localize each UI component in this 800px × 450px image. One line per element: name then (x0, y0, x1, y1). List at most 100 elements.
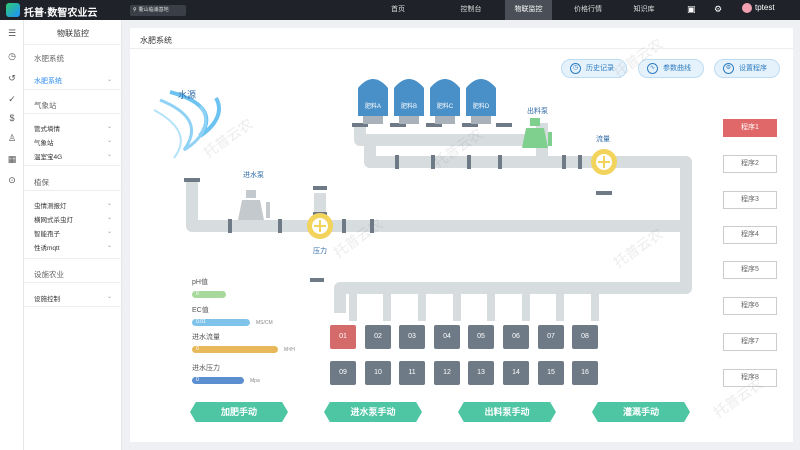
manual-inlet-pump-button[interactable]: 进水泵手动 (324, 402, 422, 422)
valve-12[interactable]: 12 (434, 361, 460, 385)
ph-value: 0 (196, 291, 199, 297)
parameter-curve-button[interactable]: ∿参数曲线 (638, 59, 704, 78)
ec-bar: 0.01 (192, 319, 250, 326)
manual-fertilize-button[interactable]: 加肥手动 (190, 402, 288, 422)
tank-b-label: 肥料B (400, 104, 417, 110)
tank-b-icon (394, 79, 424, 124)
manual-outlet-pump-button[interactable]: 出料泵手动 (458, 402, 556, 422)
valve-06[interactable]: 06 (503, 325, 529, 349)
main-panel: 水肥系统 (130, 28, 793, 442)
nav-console[interactable]: 控制台 (460, 6, 482, 13)
pipe-network (186, 123, 692, 313)
valve-13[interactable]: 13 (468, 361, 494, 385)
water-source-label: 水源 (178, 90, 197, 100)
sidebar-group-weather[interactable]: 气象站 (34, 101, 57, 110)
avatar (742, 3, 752, 13)
valve-03[interactable]: 03 (399, 325, 425, 349)
ec-value: 0.01 (196, 319, 206, 325)
app-title: 托普·数智农业云 (24, 8, 98, 19)
divider (24, 44, 122, 45)
outlet-pump-label: 出料泵 (527, 108, 548, 115)
chevron-down-icon: ⌄ (106, 201, 112, 207)
valve-02[interactable]: 02 (365, 325, 391, 349)
valve-08[interactable]: 08 (572, 325, 598, 349)
valve-16[interactable]: 16 (572, 361, 598, 385)
menu-toggle-icon[interactable]: ☰ (7, 28, 17, 38)
chevron-down-icon: ⌄ (106, 243, 112, 249)
settings-program-button[interactable]: ⚙设置程序 (714, 59, 780, 78)
program-5-button[interactable]: 程序5 (723, 261, 777, 279)
tank-d-icon (466, 79, 496, 124)
valve-04[interactable]: 04 (434, 325, 460, 349)
nav-home[interactable]: 首页 (391, 6, 405, 13)
history-button-label: 历史记录 (586, 65, 614, 72)
sidebar-group-facility[interactable]: 设施农业 (34, 270, 64, 279)
sidebar-item-label: 管式墒情 (34, 126, 60, 133)
check-circle-icon[interactable]: ✓ (8, 94, 16, 104)
clock-icon: ◷ (570, 63, 581, 74)
tank-c-label: 肥料C (436, 104, 454, 110)
ec-unit: MS/CM (256, 320, 273, 326)
sidebar-item-pest-lamp[interactable]: 虫情测报灯 ⌄ (34, 200, 118, 210)
divider (130, 48, 793, 49)
sidebar-item-weather-station[interactable]: 气象站⌄ (34, 137, 118, 147)
program-7-button[interactable]: 程序7 (723, 333, 777, 351)
chart-icon: ∿ (647, 63, 658, 74)
history-icon[interactable]: ↺ (8, 73, 16, 83)
divider (24, 113, 122, 114)
currency-icon[interactable]: $ (9, 113, 15, 123)
program-4-button[interactable]: 程序4 (723, 226, 777, 244)
program-8-button[interactable]: 程序8 (723, 369, 777, 387)
nav-iot-monitor[interactable]: 物联监控 (505, 0, 552, 20)
valve-01[interactable]: 01 (330, 325, 356, 349)
sidebar-item-label: 水肥系统 (34, 78, 62, 85)
sidebar-item-facility-control[interactable]: 设施控制⌄ (34, 293, 118, 303)
tank-c-icon (430, 79, 460, 124)
manual-irrigate-button[interactable]: 灌溉手动 (592, 402, 690, 422)
chevron-down-icon: ⌄ (106, 77, 112, 83)
sidebar-title: 物联监控 (57, 29, 89, 38)
sidebar-group-protection[interactable]: 植保 (34, 178, 49, 187)
nav-knowledge[interactable]: 知识库 (633, 6, 655, 13)
history-button[interactable]: ◷ 历史记录 (561, 59, 627, 78)
sidebar-item-label: 虫情测报灯 (34, 203, 67, 210)
sidebar-item-label: 性诱mqtt (34, 245, 60, 252)
ec-label: EC值 (192, 307, 209, 314)
divider (24, 89, 122, 90)
program-2-button[interactable]: 程序2 (723, 155, 777, 173)
top-bar: 托普·数智农业云 ⚲衢山临浦基地 首页 控制台 物联监控 价格行情 知识库 ▣ … (0, 0, 800, 20)
valve-10[interactable]: 10 (365, 361, 391, 385)
sidebar-item-insect-killer[interactable]: 横网式杀虫灯⌄ (34, 214, 118, 224)
valve-05[interactable]: 05 (468, 325, 494, 349)
program-3-button[interactable]: 程序3 (723, 191, 777, 209)
fertigation-diagram (153, 79, 692, 321)
sidebar-item-spore[interactable]: 智能孢子⌄ (34, 228, 118, 238)
valve-15[interactable]: 15 (538, 361, 564, 385)
sidebar-item-fertigation[interactable]: 水肥系统 ⌄ (34, 76, 118, 86)
nav-price[interactable]: 价格行情 (574, 6, 602, 13)
sidebar-item-greenhouse[interactable]: 温室宝4G⌄ (34, 151, 118, 161)
sidebar-item-pheromone[interactable]: 性诱mqtt ⌄ (34, 242, 118, 252)
settings-button-label: 设置程序 (739, 65, 767, 72)
valve-14[interactable]: 14 (503, 361, 529, 385)
program-6-button[interactable]: 程序6 (723, 297, 777, 315)
chevron-down-icon: ⌄ (106, 152, 112, 158)
location-selector[interactable]: ⚲衢山临浦基地 (130, 5, 186, 16)
layout-icon[interactable]: ▣ (687, 4, 696, 14)
valve-09[interactable]: 09 (330, 361, 356, 385)
valve-11[interactable]: 11 (399, 361, 425, 385)
valve-07[interactable]: 07 (538, 325, 564, 349)
gear-icon[interactable]: ⚙ (714, 4, 723, 14)
flow-meter-icon (591, 149, 617, 175)
done-icon[interactable]: ⊙ (8, 175, 16, 185)
user-icon[interactable]: ♙ (7, 133, 17, 143)
clock-icon[interactable]: ◷ (8, 51, 16, 61)
divider (24, 282, 122, 283)
grid-icon[interactable]: ▦ (7, 154, 17, 164)
inpressure-unit: Mpa (250, 378, 260, 384)
inflow-unit: M³/H (284, 347, 295, 353)
sidebar-item-soil[interactable]: 管式墒情⌄ (34, 123, 118, 133)
program-1-button[interactable]: 程序1 (723, 119, 777, 137)
sidebar-group-fertigation[interactable]: 水肥系统 (34, 54, 64, 63)
user-menu[interactable]: tptest (742, 3, 775, 13)
